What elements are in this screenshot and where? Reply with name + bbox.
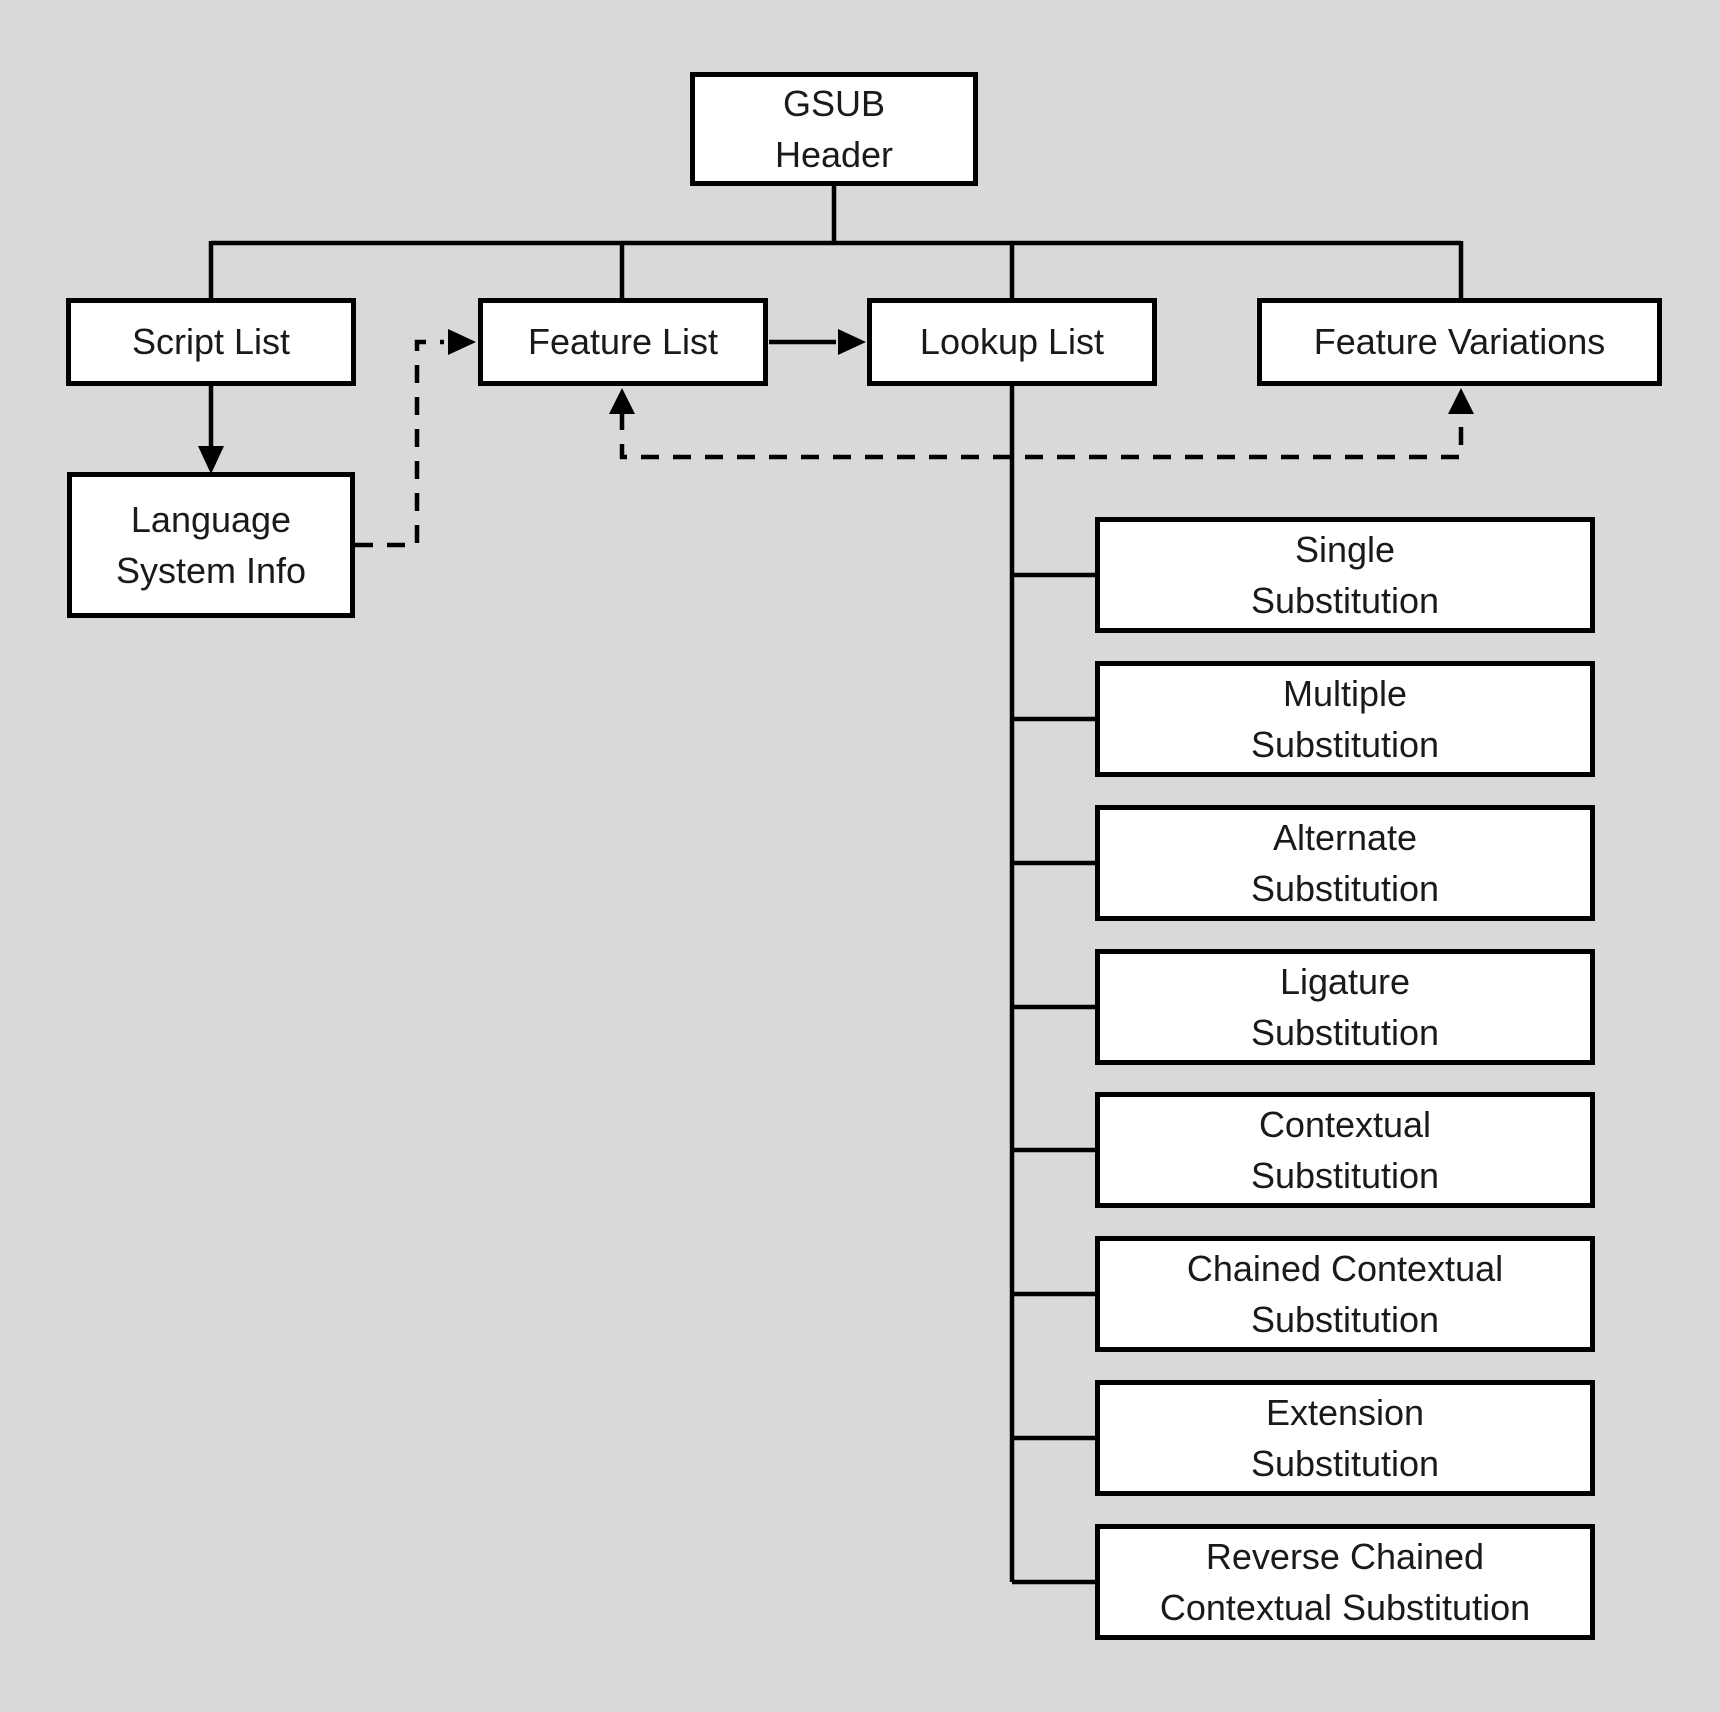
dashed-feature-reference-connector [609, 388, 1474, 460]
node-feature-variations: Feature Variations [1257, 298, 1662, 386]
node-script-list: Script List [66, 298, 356, 386]
arrowhead-right-icon [838, 329, 866, 355]
arrowhead-up-icon [1448, 388, 1474, 414]
node-contextual-substitution: Contextual Substitution [1095, 1092, 1595, 1208]
featurelist-to-lookuplist-arrow [769, 329, 866, 355]
node-multiple-substitution: Multiple Substitution [1095, 661, 1595, 777]
node-alternate-substitution: Alternate Substitution [1095, 805, 1595, 921]
script-to-langsys-arrow [198, 386, 224, 474]
node-reverse-chained-contextual-substitution: Reverse Chained Contextual Substitution [1095, 1524, 1595, 1640]
langsys-to-featurelist-dashed-arrow [355, 329, 476, 548]
node-chained-contextual-substitution: Chained Contextual Substitution [1095, 1236, 1595, 1352]
arrowhead-down-icon [198, 446, 224, 474]
node-feature-list: Feature List [478, 298, 768, 386]
node-extension-substitution: Extension Substitution [1095, 1380, 1595, 1496]
lookup-types-tree-connector [1009, 386, 1095, 1585]
node-gsub-header: GSUB Header [690, 72, 978, 186]
node-ligature-substitution: Ligature Substitution [1095, 949, 1595, 1065]
node-language-system-info: Language System Info [67, 472, 355, 618]
arrowhead-up-icon [609, 388, 635, 414]
header-tree-connector [208, 186, 1464, 298]
arrowhead-right-icon [448, 329, 476, 355]
node-lookup-list: Lookup List [867, 298, 1157, 386]
node-single-substitution: Single Substitution [1095, 517, 1595, 633]
